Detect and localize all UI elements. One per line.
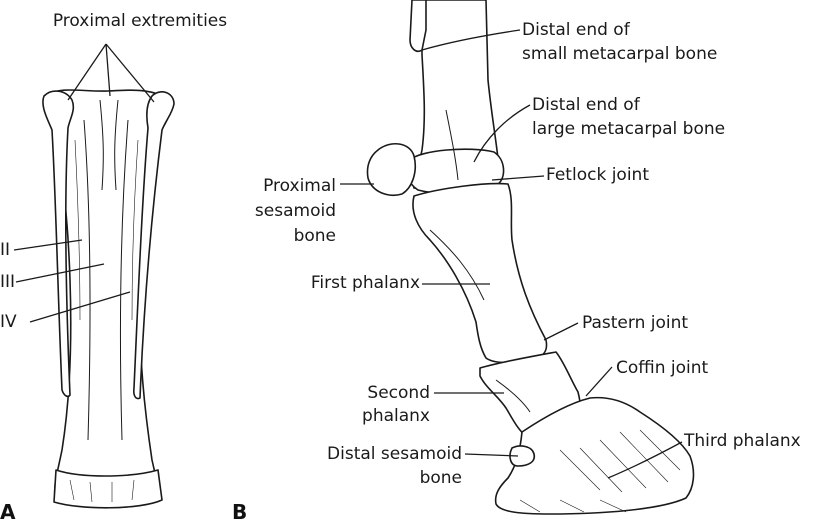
distal-sesamoid-label-line2: bone	[360, 467, 462, 489]
roman-iii-label: III	[0, 271, 15, 293]
fetlock-joint-label: Fetlock joint	[546, 164, 649, 186]
first-phalanx-label: First phalanx	[280, 272, 420, 294]
distal-large-metacarpal-label-line1: Distal end of	[532, 94, 640, 116]
coffin-joint-label: Coffin joint	[616, 357, 708, 379]
proximal-sesamoid-label-line2: sesamoid	[240, 200, 336, 222]
second-phalanx-label-line1: Second	[330, 382, 430, 404]
third-phalanx-label: Third phalanx	[684, 430, 801, 452]
roman-ii-label: II	[0, 239, 10, 261]
distal-sesamoid-label-line1: Distal sesamoid	[260, 443, 462, 465]
proximal-sesamoid	[367, 144, 415, 195]
proximal-sesamoid-label-line1: Proximal	[240, 175, 336, 197]
distal-small-metacarpal-label-line2: small metacarpal bone	[522, 43, 717, 65]
roman-iv-label: IV	[0, 311, 17, 333]
distal-small-metacarpal-label-line1: Distal end of	[522, 19, 630, 41]
digit-bones-drawing	[340, 0, 693, 514]
metacarpal-bones-drawing	[14, 44, 174, 508]
small-metacarpal-splint	[410, 0, 426, 51]
pastern-joint-label: Pastern joint	[582, 312, 688, 334]
second-phalanx-label-line2: phalanx	[330, 405, 430, 427]
proximal-sesamoid-label-line3: bone	[240, 225, 336, 247]
distal-large-metacarpal-label-line2: large metacarpal bone	[532, 118, 725, 140]
proximal-extremities-label: Proximal extremities	[40, 10, 240, 32]
first-phalanx	[413, 184, 547, 363]
panel-a-letter: A	[0, 500, 15, 524]
panel-b-letter: B	[232, 500, 247, 524]
